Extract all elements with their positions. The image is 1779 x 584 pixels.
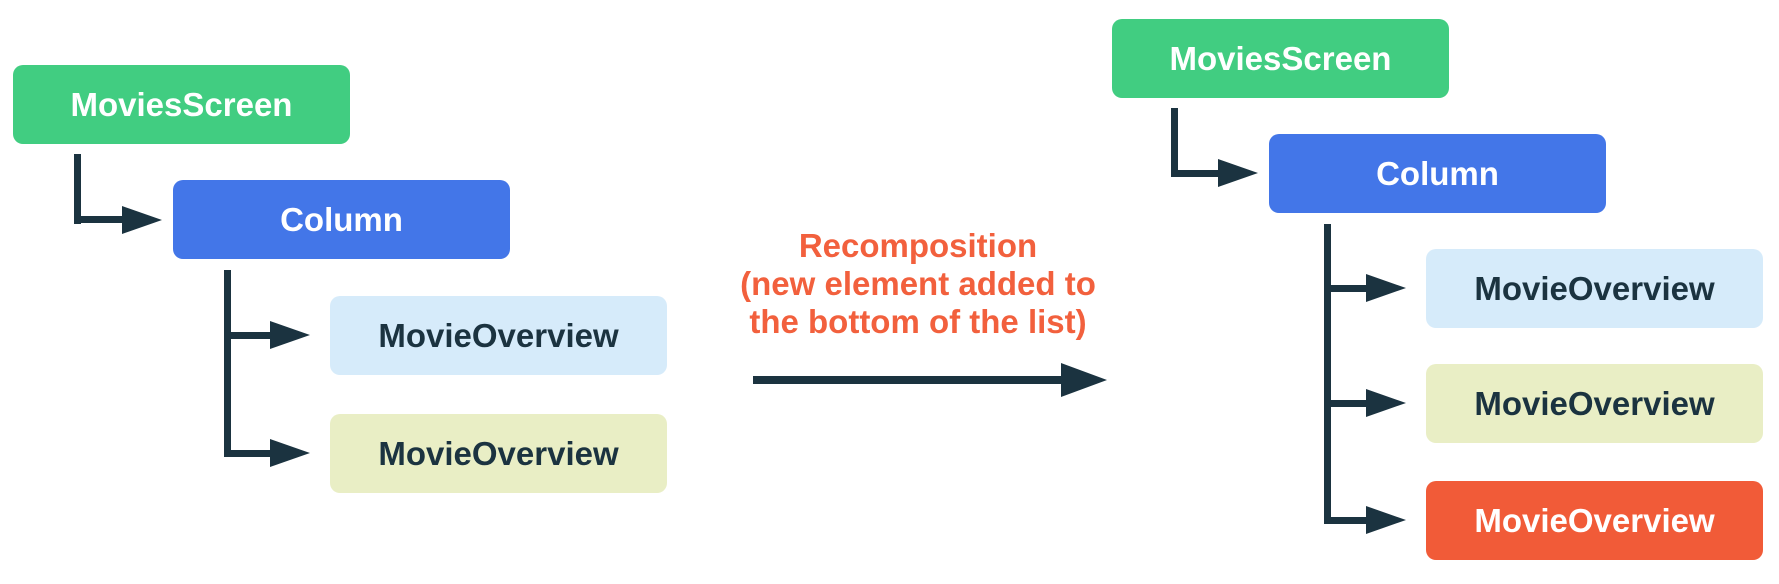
before-node-movieoverview-1: MovieOverview — [330, 296, 667, 375]
recomposition-arrow-shaft — [753, 376, 1061, 384]
after-node-movieoverview-2: MovieOverview — [1426, 364, 1763, 443]
before-connector-child2-horizontal — [224, 450, 270, 457]
caption-line-2: (new element added to — [740, 265, 1096, 302]
after-connector-root-vertical — [1171, 108, 1178, 177]
before-node-moviesscreen: MoviesScreen — [13, 65, 350, 144]
recomposition-caption: Recomposition (new element added to the … — [658, 227, 1178, 341]
caption-line-1: Recomposition — [798, 227, 1038, 264]
before-connector-root-horizontal — [74, 216, 122, 223]
recomposition-arrow-icon — [1061, 363, 1107, 397]
before-connector-root-vertical — [74, 154, 81, 224]
before-connector-children-vertical — [224, 270, 231, 457]
after-arrowhead-movieoverview-1-icon — [1366, 274, 1406, 302]
before-connector-child1-horizontal — [224, 332, 270, 339]
after-connector-child1-horizontal — [1324, 285, 1366, 292]
after-node-movieoverview-1: MovieOverview — [1426, 249, 1763, 328]
after-arrowhead-movieoverview-3-icon — [1366, 506, 1406, 534]
before-node-movieoverview-2: MovieOverview — [330, 414, 667, 493]
after-connector-root-horizontal — [1171, 170, 1218, 177]
after-connector-child2-horizontal — [1324, 400, 1366, 407]
after-arrowhead-movieoverview-2-icon — [1366, 389, 1406, 417]
after-node-movieoverview-3-new: MovieOverview — [1426, 481, 1763, 560]
after-node-column: Column — [1269, 134, 1606, 213]
before-node-column: Column — [173, 180, 510, 259]
before-arrowhead-movieoverview-1-icon — [270, 321, 310, 349]
before-arrowhead-column-icon — [122, 206, 162, 234]
after-arrowhead-column-icon — [1218, 159, 1258, 187]
after-connector-children-vertical — [1324, 224, 1331, 524]
before-arrowhead-movieoverview-2-icon — [270, 439, 310, 467]
after-node-moviesscreen: MoviesScreen — [1112, 19, 1449, 98]
caption-line-3: the bottom of the list) — [749, 303, 1087, 340]
after-connector-child3-horizontal — [1324, 517, 1366, 524]
